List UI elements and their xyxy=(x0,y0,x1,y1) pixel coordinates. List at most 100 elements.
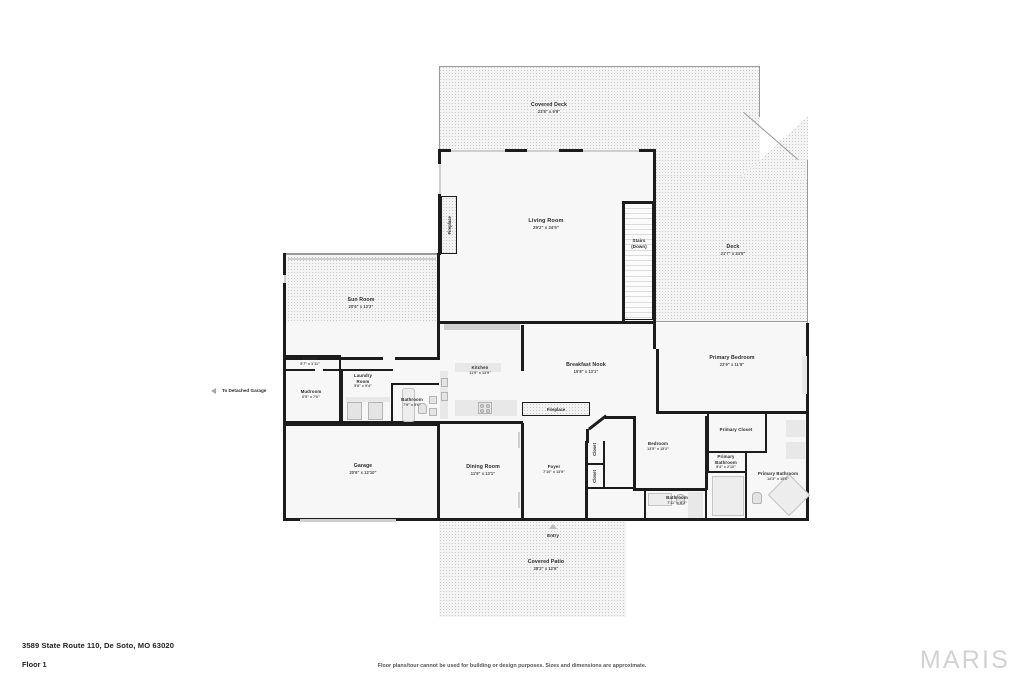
region-deck-upper-right xyxy=(655,66,760,176)
wall-living-top-seg4 xyxy=(639,149,656,153)
fixture-burner-2 xyxy=(486,404,490,408)
fixture-washer xyxy=(347,402,362,420)
wall-sunroom-left-lower xyxy=(283,283,286,360)
wall-dining-top xyxy=(439,421,523,424)
wall-laundry-left xyxy=(341,371,344,423)
wall-living-right-lower xyxy=(653,225,657,323)
wall-primary-bed-left xyxy=(656,349,659,412)
floorplan-canvas: Fireplace xyxy=(211,66,811,617)
wall-closet-mud-top xyxy=(285,355,341,358)
wall-bedroom-left-lower xyxy=(633,446,636,490)
window-sunroom-left xyxy=(283,275,286,283)
fixture-dryer xyxy=(368,402,383,420)
wall-closet-bottom xyxy=(587,487,635,490)
wall-pbath-sm-left xyxy=(707,453,710,473)
fixture-primary-vanity-2 xyxy=(786,442,805,459)
fixture-toilet-hall-bath xyxy=(676,494,685,505)
wall-living-top-seg3 xyxy=(559,149,583,153)
wall-living-top-seg2 xyxy=(505,149,527,153)
entry-arrow-icon xyxy=(549,524,557,529)
wall-living-left-upper xyxy=(438,149,442,164)
fireplace-living-room: Fireplace xyxy=(441,196,457,254)
to-detached-garage-label: To Detached Garage xyxy=(222,388,267,393)
wall-sunroom-bottom xyxy=(283,357,383,360)
wall-closet-divider xyxy=(587,463,605,466)
wall-closet-mud-bottom2 xyxy=(323,369,341,372)
wall-living-top-seg1 xyxy=(439,149,451,153)
fixture-tub-laundry-bath xyxy=(402,388,415,422)
window-living-top-2 xyxy=(527,150,559,153)
wall-bathroom-bottom xyxy=(341,421,439,424)
fixture-kitchen-fridge xyxy=(498,402,510,415)
wall-sunroom-bottom-2 xyxy=(395,357,440,360)
wall-stairs-top xyxy=(622,201,655,204)
wall-deck-bottom xyxy=(656,321,808,323)
wall-closet-mud-bottom xyxy=(285,369,315,372)
region-covered-deck xyxy=(439,66,679,151)
footer-bar: 3589 State Route 110, De Soto, MO 63020 … xyxy=(0,630,1024,682)
wall-garage-top xyxy=(285,423,439,426)
fixture-burner-3 xyxy=(480,409,484,413)
fixture-laundry-counter xyxy=(346,397,390,402)
window-living-top-3 xyxy=(583,150,639,153)
wall-laundry-right xyxy=(391,385,394,423)
wall-kitchen-top xyxy=(439,321,523,324)
window-living-left xyxy=(438,164,441,194)
counter-kitchen-top xyxy=(444,324,520,330)
fireplace-living-label: Fireplace xyxy=(446,215,452,235)
wall-deck-left xyxy=(439,66,441,151)
region-deck-main xyxy=(655,176,808,322)
fireplace-nook: Fireplace xyxy=(522,402,590,416)
wall-primary-bed-bottom xyxy=(656,411,808,414)
wall-deck-right-top xyxy=(679,66,760,68)
closet-label-vertical-2: Closet xyxy=(592,470,597,483)
wall-mudroom-right xyxy=(339,371,342,423)
wall-foyer-right xyxy=(585,441,588,519)
wall-bathroom-top xyxy=(391,383,439,386)
fixture-burner-1 xyxy=(480,404,484,408)
wall-bedroom-bottom xyxy=(633,488,707,491)
region-living-room xyxy=(439,151,656,323)
wall-laundry-top xyxy=(341,369,393,372)
floor-label: Floor 1 xyxy=(22,660,47,669)
wall-bedroom-right xyxy=(705,416,708,490)
fixture-burner-4 xyxy=(486,409,490,413)
wall-foyer-angled-1 xyxy=(586,429,589,443)
fixture-tub-hall-bath xyxy=(648,493,672,506)
wall-dining-right xyxy=(521,423,524,519)
wall-bedroom-left xyxy=(633,416,636,446)
stairs-treads xyxy=(624,202,653,320)
window-dining-right-2 xyxy=(518,492,521,508)
wall-bottom-outer-mid xyxy=(439,518,629,522)
fixture-primary-vanity xyxy=(786,420,805,437)
wall-right-outer xyxy=(806,323,810,521)
fixture-sink2-laundry-bath xyxy=(429,408,437,416)
wall-nook-top xyxy=(523,321,654,324)
window-sunroom-top xyxy=(288,258,436,261)
wall-pbath-sm-bottom xyxy=(707,471,747,474)
fixture-primary-toilet xyxy=(752,492,762,504)
wall-primary-closet-bottom xyxy=(707,451,767,454)
wall-stairs-left xyxy=(622,201,625,321)
wall-sunroom-right xyxy=(437,253,440,360)
fixture-sink-laundry-bath xyxy=(429,396,437,404)
closet-label-vertical-1: Closet xyxy=(592,443,597,456)
entry-label: Entry xyxy=(547,533,559,538)
fireplace-nook-label: Fireplace xyxy=(546,406,566,412)
wall-pbath-sm-right xyxy=(745,453,748,519)
window-dining-right xyxy=(518,432,521,448)
wall-nook-right xyxy=(653,323,656,349)
wall-mudroom-bottom xyxy=(285,421,341,424)
maris-logo: MARIS xyxy=(919,646,1010,674)
garage-door xyxy=(300,519,396,522)
to-detached-garage-arrow-icon xyxy=(211,388,216,394)
fixture-kitchen-dishwasher xyxy=(441,392,448,401)
wall-deck-right-edge-upper xyxy=(759,66,761,117)
wall-deck-top xyxy=(439,66,679,68)
wall-sunroom-left-upper xyxy=(283,253,286,275)
wall-foyer-top xyxy=(605,416,633,419)
disclaimer-text: Floor plans/tour cannot be used for buil… xyxy=(377,663,647,669)
wall-deck-right-edge-lower xyxy=(807,160,809,323)
fixture-primary-bed-window xyxy=(802,356,807,394)
